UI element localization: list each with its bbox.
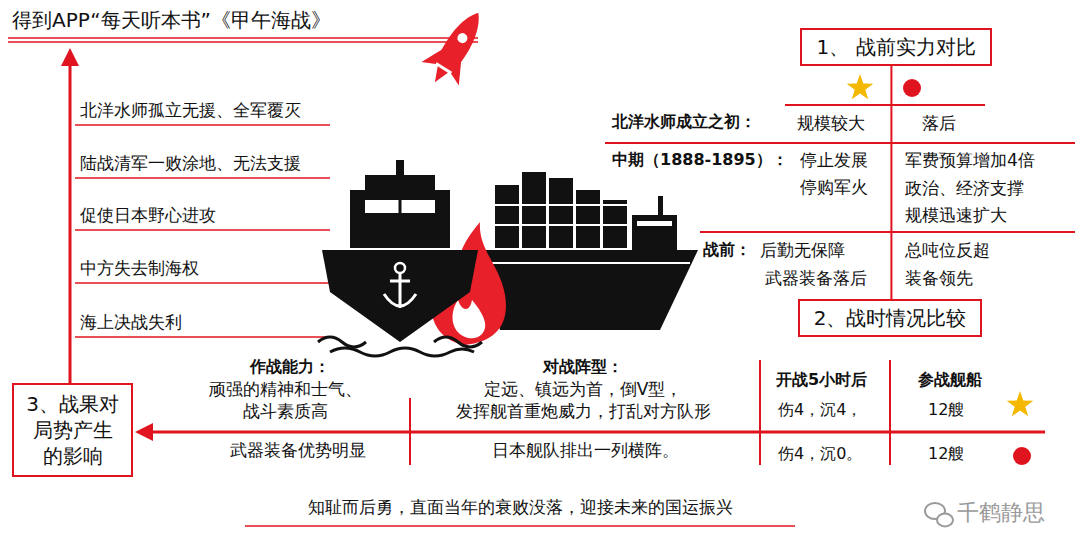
china-star — [1007, 391, 1034, 416]
up-arrow-head — [61, 48, 79, 66]
ship-mast — [658, 196, 663, 216]
box-text: 2、战时情况比较 — [814, 305, 967, 331]
table-cell: 停止发展 — [800, 150, 868, 170]
table-cell: 顽强的精神和士气、 — [209, 379, 362, 399]
rocket-body — [434, 6, 488, 73]
ship-tower — [350, 190, 450, 248]
item-underline — [75, 177, 330, 179]
box-text: 1、 战前实力对比 — [816, 34, 975, 60]
window-bar — [399, 200, 402, 213]
rocket-icon — [416, 1, 497, 94]
anchor-stock — [390, 280, 410, 283]
anchor-arms — [384, 294, 416, 306]
table-rule — [785, 104, 985, 106]
box-text: 3、战果对局势产生的影响 — [24, 391, 121, 469]
container-ship — [480, 172, 698, 330]
effect-item: 北洋水师孤立无援、全军覆灭 — [80, 100, 301, 120]
container-gap — [495, 204, 627, 206]
table-cell: 落后 — [922, 113, 956, 133]
table-rule — [605, 142, 1075, 144]
table-cell: 12艘 — [928, 400, 964, 419]
table-cell: 装备领先 — [905, 268, 973, 288]
watermark: 千鹤静思 — [957, 500, 1045, 526]
flame-core — [453, 300, 486, 338]
flow-arrow-head — [135, 423, 153, 441]
row-heading: 中期（1888-1895）： — [612, 150, 788, 169]
section-box: 1、 战前实力对比 — [800, 28, 991, 66]
table-cell: 发挥舰首重炮威力，打乱对方队形 — [456, 401, 711, 421]
container-stack — [495, 185, 519, 248]
rocket-fin — [422, 42, 446, 69]
ship-mast — [396, 160, 404, 176]
column-heading: 作战能力： — [250, 357, 330, 376]
effect-item: 促使日本野心进攻 — [80, 205, 216, 225]
table-cell: 日本舰队排出一列横阵。 — [492, 440, 679, 460]
connector-line — [890, 66, 892, 299]
item-underline — [75, 336, 330, 338]
container-stack — [576, 190, 600, 248]
item-underline — [75, 229, 330, 231]
waves — [330, 348, 474, 356]
table-cell: 武器装备落后 — [765, 268, 867, 288]
chat-bubble — [937, 514, 953, 527]
effect-item: 中方失去制海权 — [80, 258, 199, 278]
item-underline — [75, 124, 330, 126]
hull-stripe — [486, 262, 690, 264]
japan-dot — [903, 79, 921, 97]
wechat-icon — [925, 503, 953, 527]
anchor-shank — [399, 273, 402, 308]
table-rule — [700, 231, 1075, 233]
table-cell: 定远、镇远为首，倒V型， — [484, 379, 683, 399]
effect-item: 海上决战失利 — [80, 312, 182, 332]
ship-bridge — [632, 215, 677, 250]
ship-window — [365, 200, 435, 213]
table-cell: 战斗素质高 — [243, 401, 328, 421]
china-star — [847, 74, 874, 99]
column-heading: 参战舰船 — [918, 370, 982, 389]
rocket-window — [456, 31, 470, 45]
bridge-window — [637, 221, 672, 226]
anchor-ring — [395, 263, 405, 273]
column-heading: 对战阵型： — [543, 357, 623, 376]
container-stack — [549, 178, 573, 248]
table-cell: 政治、经济支撑 — [905, 178, 1024, 198]
item-underline — [75, 282, 330, 284]
caption-underline — [245, 525, 795, 527]
section-box: 2、战时情况比较 — [798, 299, 983, 337]
result-box: 3、战果对局势产生的影响 — [12, 383, 133, 477]
table-cell: 伤4，沉0。 — [778, 444, 862, 463]
table-cell: 规模迅速扩大 — [905, 205, 1007, 225]
ship-hull — [480, 250, 698, 330]
table-cell: 停购军火 — [800, 177, 868, 197]
table-cell: 伤4，沉4， — [778, 400, 862, 419]
table-cell: 后勤无保障 — [760, 240, 845, 260]
up-arrow-line — [69, 62, 72, 400]
container-stack — [522, 172, 546, 248]
effect-item: 陆战清军一败涂地、无法支援 — [80, 153, 301, 173]
diagram-title: 得到APP“每天听本书”《甲午海战》 — [12, 8, 331, 32]
waves — [318, 337, 482, 347]
table-divider — [759, 360, 761, 465]
column-heading: 开战5小时后 — [776, 370, 867, 389]
table-cell: 武器装备优势明显 — [230, 440, 366, 460]
row-heading: 北洋水师成立之初： — [612, 112, 756, 131]
table-cell: 总吨位反超 — [905, 240, 990, 260]
table-cell: 12艘 — [928, 444, 964, 463]
table-divider — [889, 360, 891, 465]
table-cell: 规模较大 — [797, 113, 865, 133]
warship-front — [318, 160, 482, 356]
row-heading: 战前： — [703, 240, 751, 259]
table-cell: 军费预算增加4倍 — [905, 150, 1035, 170]
flow-arrow-line — [150, 431, 1045, 434]
ship-hull — [322, 250, 478, 342]
title-underline — [8, 37, 478, 39]
rocket-exhaust — [430, 66, 448, 85]
title-underline — [8, 41, 478, 43]
diagram-caption: 知耻而后勇，直面当年的衰败没落，迎接未来的国运振兴 — [308, 497, 733, 517]
japan-dot — [1013, 447, 1031, 465]
container-gap — [495, 224, 627, 226]
rocket-fin — [448, 58, 472, 85]
